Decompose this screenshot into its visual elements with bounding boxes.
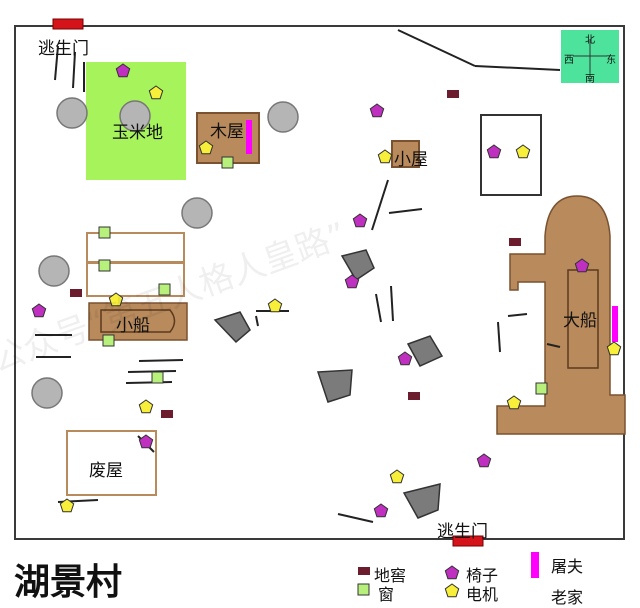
generator-icon	[377, 149, 393, 164]
chair-icon	[486, 144, 502, 159]
window-icon	[221, 156, 234, 169]
trees	[31, 97, 299, 409]
compass-icon	[561, 30, 619, 83]
generator-icon	[108, 292, 124, 307]
cellar-icon	[161, 410, 173, 418]
exit-label-top-left: 逃生门	[38, 39, 89, 59]
generator-icon	[138, 399, 154, 414]
window-icon	[98, 259, 111, 272]
chair-icon	[397, 351, 413, 366]
ruined-house	[66, 430, 157, 496]
generator-icon	[267, 298, 283, 313]
window-icon	[151, 371, 164, 384]
legend-window-label: 窗	[378, 585, 395, 604]
map-title: 湖景村	[14, 562, 123, 603]
chair-icon	[369, 103, 385, 118]
generator-icon	[389, 469, 405, 484]
chair-icon	[344, 274, 360, 289]
small-house	[391, 140, 420, 168]
cellar-icon	[70, 289, 82, 297]
legend-cellar-icon	[358, 567, 370, 575]
chair-icon	[115, 63, 131, 78]
chair-icon	[31, 303, 47, 318]
compass-east: 东	[606, 55, 616, 66]
exit-label-bottom: 逃生门	[437, 522, 488, 542]
generator-icon	[198, 140, 214, 155]
window-icon	[98, 226, 111, 239]
rocks	[213, 249, 444, 519]
cellar-icon	[408, 392, 420, 400]
label-wood-house: 木屋	[210, 122, 244, 142]
hunter-spawn-wood-house	[246, 120, 252, 154]
chair-icon	[138, 434, 154, 449]
legend-hunter-icon	[531, 552, 539, 578]
label-small-boat: 小船	[116, 316, 150, 336]
legend-generator-label: 电机	[466, 585, 499, 604]
label-small-house: 小屋	[394, 150, 428, 170]
window-icon	[158, 283, 171, 296]
cellar-icon	[509, 238, 521, 246]
small-boat	[88, 302, 188, 341]
chair-icon	[574, 258, 590, 273]
exit-gate-bottom	[452, 535, 484, 547]
generator-icon	[148, 85, 164, 100]
exit-gate-top-left	[52, 18, 84, 30]
generator-icon	[515, 144, 531, 159]
legend-home-label: 老家	[551, 588, 584, 607]
generator-icon	[59, 498, 75, 513]
fence-mid	[86, 262, 185, 297]
legend-cellar-label: 地窖	[374, 566, 407, 585]
windows	[98, 156, 548, 395]
legend-chair-icon	[444, 565, 460, 580]
compass-north: 北	[585, 35, 595, 46]
compass-south: 南	[585, 74, 595, 85]
cellars	[70, 90, 521, 418]
label-ruined-house: 废屋	[89, 461, 123, 481]
square-building	[480, 114, 542, 196]
chair-icon	[476, 453, 492, 468]
generator-icon	[606, 341, 622, 356]
compass-west: 西	[564, 55, 574, 66]
legend-generator-icon	[444, 583, 460, 598]
window-icon	[535, 382, 548, 395]
legend-window-icon	[357, 583, 370, 596]
label-big-ship: 大船	[563, 311, 597, 331]
legend-hunter-label: 屠夫	[551, 557, 584, 576]
window-icon	[102, 334, 115, 347]
chair-icon	[373, 503, 389, 518]
cellar-icon	[447, 90, 459, 98]
generator-icon	[506, 395, 522, 410]
big-ship	[496, 195, 626, 435]
map-boundary	[14, 25, 625, 540]
chair-icon	[352, 213, 368, 228]
label-corn-field: 玉米地	[112, 123, 163, 143]
legend-chair-label: 椅子	[466, 566, 499, 585]
